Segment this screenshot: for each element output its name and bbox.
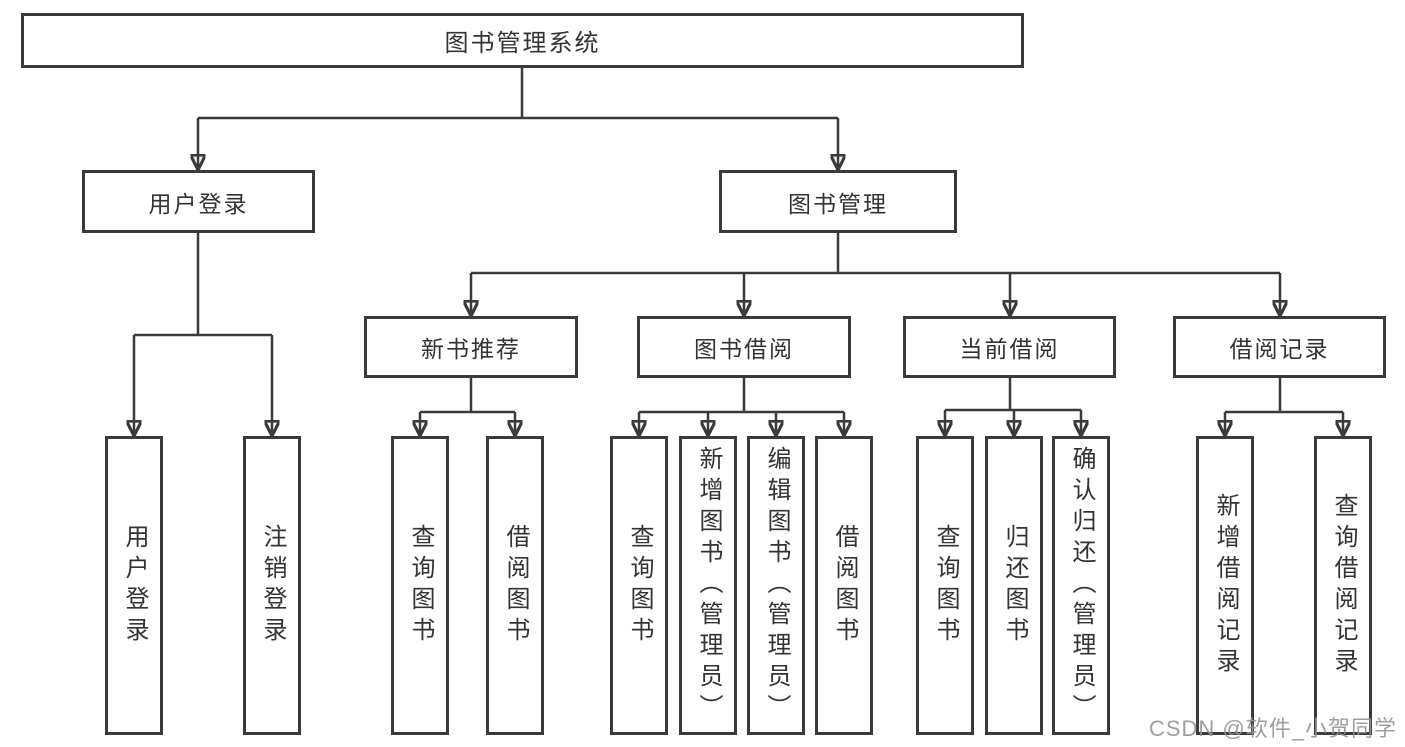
leaf-edit-books-admin: 编辑图书（管理员） [747, 436, 805, 735]
csdn-watermark: CSDN @软件_小贺同学 [1148, 716, 1397, 741]
leaf-query-books-current: 查询图书 [916, 436, 974, 735]
leaf-borrow-books-recommend: 借阅图书 [486, 436, 544, 735]
leaf-user-login: 用户登录 [105, 436, 163, 735]
leaf-add-books-admin: 新增图书（管理员） [679, 436, 737, 735]
node-book-borrowing: 图书借阅 [637, 316, 851, 378]
leaf-query-borrow-record: 查询借阅记录 [1314, 436, 1372, 735]
node-user-login-branch: 用户登录 [82, 170, 315, 233]
node-new-book-recommend: 新书推荐 [364, 316, 578, 378]
node-root-library-system: 图书管理系统 [21, 13, 1024, 68]
node-borrowing-records: 借阅记录 [1173, 316, 1386, 378]
leaf-query-books-borrowing: 查询图书 [610, 436, 668, 735]
node-book-management-branch: 图书管理 [719, 170, 957, 233]
leaf-return-books: 归还图书 [985, 436, 1043, 735]
leaf-logout: 注销登录 [243, 436, 301, 735]
leaf-borrow-books-borrowing: 借阅图书 [815, 436, 873, 735]
node-current-borrowing: 当前借阅 [903, 316, 1116, 378]
leaf-add-borrow-record: 新增借阅记录 [1196, 436, 1254, 735]
leaf-confirm-return-admin: 确认归还（管理员） [1052, 436, 1110, 735]
leaf-query-books-recommend: 查询图书 [391, 436, 449, 735]
